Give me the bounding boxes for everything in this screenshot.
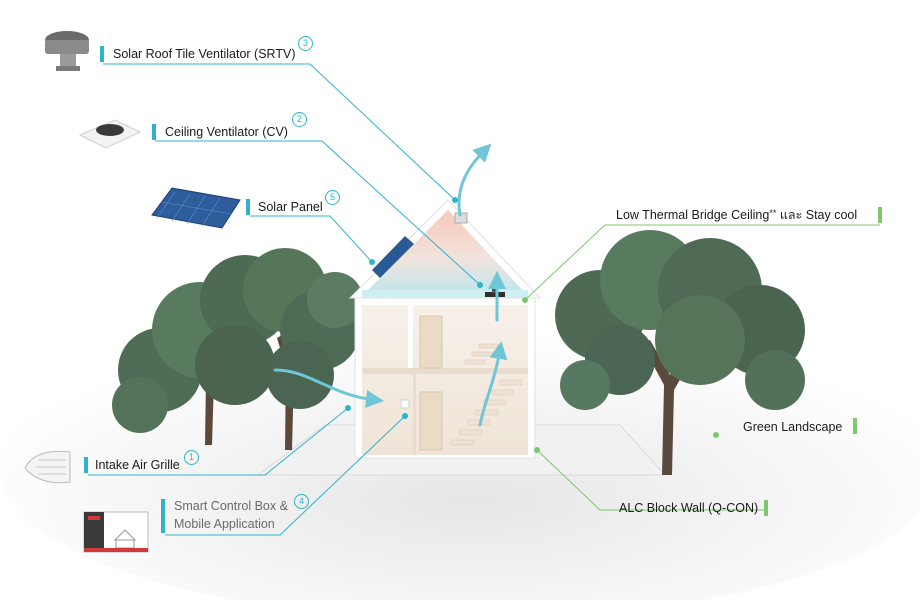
intake-grille-icon xyxy=(24,450,71,484)
ceiling-label-stars: ** xyxy=(769,208,777,218)
callout-marker xyxy=(878,207,882,223)
srtv-number: 3 xyxy=(298,36,313,51)
srtv-label: Solar Roof Tile Ventilator (SRTV) xyxy=(113,47,296,61)
smart-control-box xyxy=(400,399,410,409)
srtv-device-icon xyxy=(45,31,89,71)
callout-marker xyxy=(853,418,857,434)
right-tree xyxy=(555,230,805,475)
smart-number: 4 xyxy=(294,494,309,509)
smart-label-line1: Smart Control Box & xyxy=(174,499,288,513)
smart-control-app-icon xyxy=(83,511,149,553)
callout-marker xyxy=(246,199,250,215)
downstairs-door xyxy=(419,391,443,451)
solar-label: Solar Panel xyxy=(258,200,323,214)
callout-marker xyxy=(100,46,104,62)
ceiling-label: Low Thermal Bridge Ceiling** และ Stay co… xyxy=(616,208,857,223)
callout-marker xyxy=(152,124,156,140)
green-label: Green Landscape xyxy=(743,420,843,434)
left-trees xyxy=(112,248,363,450)
intake-number: 1 xyxy=(184,450,199,465)
leader-lines xyxy=(88,63,880,536)
ceiling-label-suffix: และ Stay cool xyxy=(779,208,858,222)
cv-number: 2 xyxy=(292,112,307,127)
airflow-arrows xyxy=(273,143,508,427)
upstairs-door xyxy=(419,315,443,369)
callout-marker xyxy=(84,457,88,473)
cv-label: Ceiling Ventilator (CV) xyxy=(165,125,288,139)
solar-number: 5 xyxy=(325,190,340,205)
intake-label: Intake Air Grille xyxy=(95,458,180,472)
solar-panel-icon xyxy=(151,187,241,229)
callout-marker xyxy=(764,500,768,516)
roof-solar-panel xyxy=(372,236,414,278)
alc-label: ALC Block Wall (Q-CON) xyxy=(619,501,759,515)
smart-label-line2: Mobile Application xyxy=(174,517,275,531)
ceiling-ventilator-icon xyxy=(78,119,142,149)
ceiling-vent xyxy=(485,292,505,297)
ceiling-label-main: Low Thermal Bridge Ceiling xyxy=(616,208,770,222)
house xyxy=(348,199,542,459)
callout-marker xyxy=(161,499,165,533)
